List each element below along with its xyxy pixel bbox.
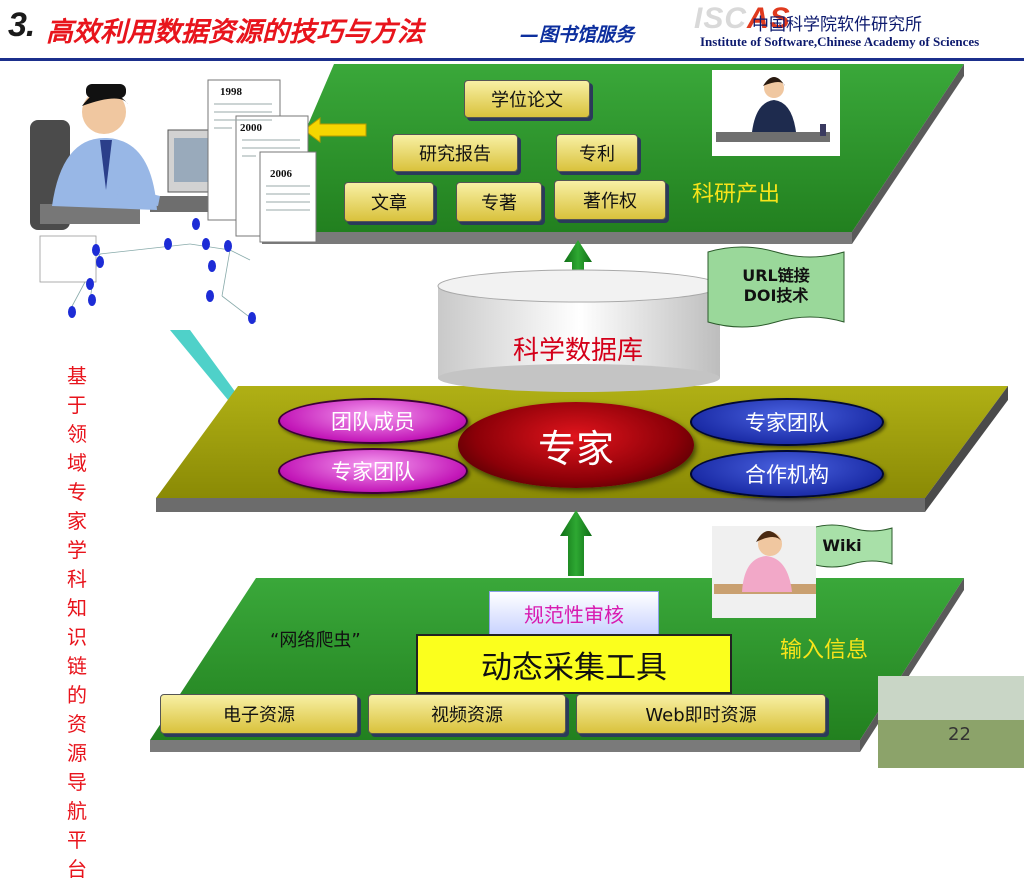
input-info-label: 输入信息 bbox=[780, 638, 869, 663]
expert-center: 专家 bbox=[458, 402, 694, 488]
woman-on-phone-photo bbox=[712, 526, 816, 618]
dynamic-collection-tool-box: 动态采集工具 bbox=[416, 634, 732, 694]
doc-year-2: 2000 bbox=[240, 122, 262, 134]
url-doi-flag bbox=[707, 246, 845, 328]
database-cylinder bbox=[437, 269, 721, 392]
slide-number-prefix: 3. bbox=[8, 6, 35, 44]
copyright-box: 著作权 bbox=[554, 180, 666, 220]
report-box: 研究报告 bbox=[392, 134, 518, 172]
expert-team-pill-right: 专家团队 bbox=[690, 398, 884, 446]
org-name-en: Institute of Software,Chinese Academy of… bbox=[700, 34, 980, 49]
man-at-computer-illustration bbox=[30, 84, 240, 230]
arrow-up-middle bbox=[560, 510, 592, 576]
doc-year-3: 2006 bbox=[270, 168, 292, 180]
document-stack bbox=[207, 79, 317, 243]
woman-at-desk-photo-top bbox=[712, 70, 840, 156]
network-nodes bbox=[68, 218, 256, 324]
research-output-label: 科研产出 bbox=[692, 182, 781, 207]
normative-review-box: 规范性审核 bbox=[489, 591, 659, 635]
org-name-cn: 中国科学院软件研究所 bbox=[752, 15, 922, 35]
thesis-box: 学位论文 bbox=[464, 80, 590, 118]
slide-title: 高效利用数据资源的技巧与方法 bbox=[46, 17, 424, 48]
web-realtime-resources-box: Web即时资源 bbox=[576, 694, 826, 734]
url-doi-flag-text: URL链接 DOI技术 bbox=[742, 266, 810, 305]
arrow-up-top bbox=[564, 240, 592, 296]
patent-box: 专利 bbox=[556, 134, 638, 172]
iscas-logo: ISCAS bbox=[694, 2, 791, 35]
e-resources-box: 电子资源 bbox=[160, 694, 358, 734]
web-crawler-label: “网络爬虫” bbox=[270, 630, 361, 651]
monograph-box: 专著 bbox=[456, 182, 542, 222]
wiki-flag-text: Wiki bbox=[822, 536, 862, 555]
doc-year-1: 1998 bbox=[220, 86, 242, 98]
arrow-left-yellow bbox=[303, 117, 367, 143]
database-label: 科学数据库 bbox=[512, 335, 643, 366]
wiki-flag bbox=[811, 524, 893, 568]
team-members-pill: 团队成员 bbox=[278, 398, 468, 444]
video-resources-box: 视频资源 bbox=[368, 694, 566, 734]
slide-subtitle: —图书馆服务 bbox=[520, 24, 635, 46]
header-divider bbox=[0, 58, 1024, 61]
connector-beam bbox=[170, 330, 250, 412]
article-box: 文章 bbox=[344, 182, 434, 222]
expert-team-pill-left: 专家团队 bbox=[278, 448, 468, 494]
page-number: 22 bbox=[948, 724, 971, 745]
side-caption: 基于 领域 专家 学科 知识 链的 资源 导航 平台 bbox=[67, 364, 87, 881]
partner-org-pill: 合作机构 bbox=[690, 450, 884, 498]
